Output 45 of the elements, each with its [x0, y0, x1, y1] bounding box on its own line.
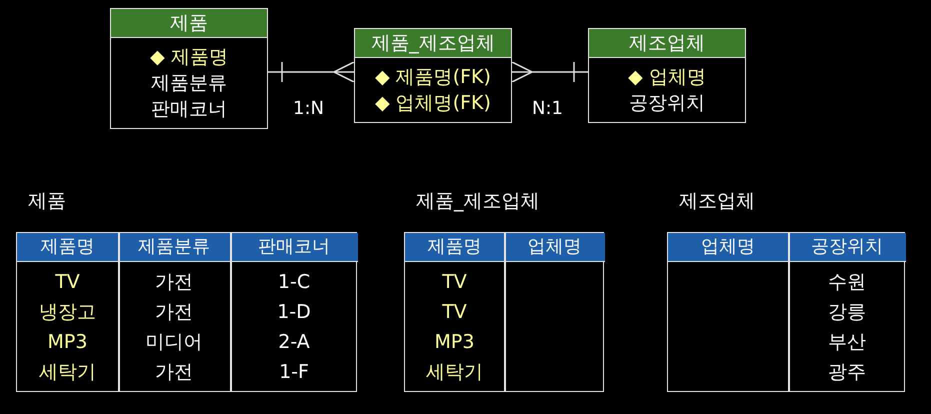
- table-entry: 부산: [828, 330, 866, 355]
- entity-box: [354, 28, 512, 123]
- column-header: 공장위치: [788, 233, 906, 262]
- column-header: 업체명: [504, 233, 605, 262]
- table-entry: 가전: [155, 300, 193, 325]
- relationship-line: [268, 61, 355, 83]
- attribute-text: 판매코너: [150, 97, 228, 122]
- table-entry: 광주: [828, 360, 866, 385]
- relationship-line: [511, 61, 588, 83]
- table-entry: 1-D: [277, 300, 311, 325]
- table-title: 제품_제조업체: [416, 189, 540, 214]
- table-title: 제품: [28, 189, 66, 214]
- attribute-text: ◆ 업체명: [627, 65, 707, 90]
- table-entry: 1-F: [279, 360, 309, 385]
- table-entry: 미디어: [146, 330, 202, 355]
- column-header: 업체명: [668, 233, 788, 262]
- table-entry: 1-C: [278, 270, 310, 295]
- column-header: 제품분류: [118, 233, 230, 262]
- entity-header: 제품: [111, 9, 267, 38]
- table-entry: 수원: [828, 270, 866, 295]
- entity-header: 제품_제조업체: [355, 29, 511, 58]
- entity-box: [588, 28, 746, 123]
- table-entry: TV: [442, 270, 467, 295]
- table-entry: 세탁기: [39, 360, 96, 385]
- attribute-text: 공장위치: [628, 91, 706, 116]
- attribute-text: ◆ 제품명(FK): [374, 65, 492, 90]
- attribute-text: ◆ 제품명: [149, 45, 229, 70]
- table-entry: 가전: [155, 360, 193, 385]
- column-header: 제품명: [17, 233, 118, 262]
- attribute-text: 제품분류: [150, 71, 228, 96]
- entity-box: [110, 8, 268, 129]
- column-header: 판매코너: [230, 233, 358, 262]
- table-entry: 2-A: [278, 330, 310, 355]
- attribute-text: ◆ 업체명(FK): [374, 91, 492, 116]
- table-entry: 가전: [155, 270, 193, 295]
- table-entry: TV: [55, 270, 80, 295]
- table-title: 제조업체: [679, 189, 755, 214]
- table-entry: MP3: [434, 330, 474, 355]
- entity-header: 제조업체: [589, 29, 745, 58]
- table-entry: 강릉: [828, 300, 866, 325]
- table-entry: TV: [442, 300, 467, 325]
- table-entry: MP3: [48, 330, 88, 355]
- table-entry: 세탁기: [426, 360, 483, 385]
- table-entry: 냉장고: [39, 300, 96, 325]
- column-header: 제품명: [405, 233, 504, 262]
